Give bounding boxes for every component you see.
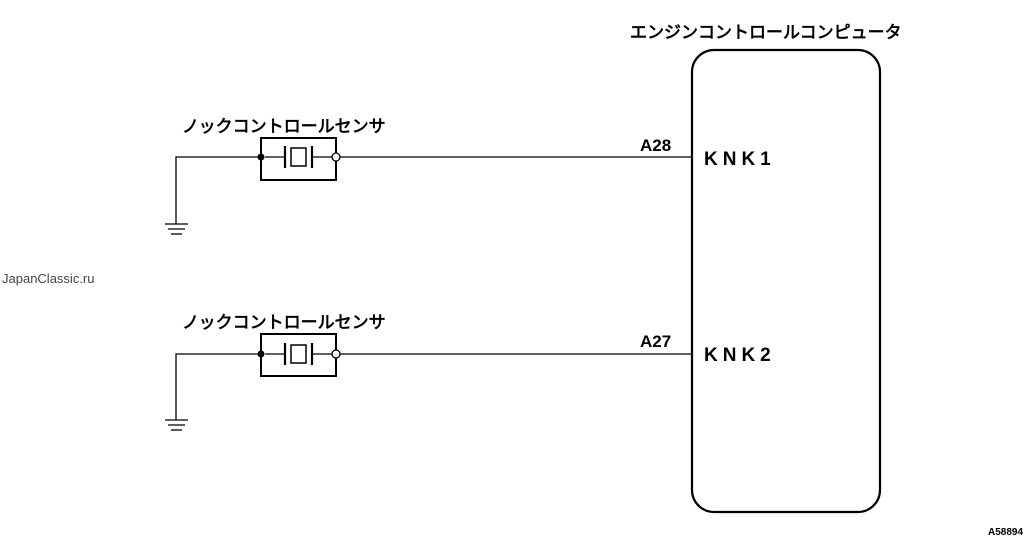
figure-code: A58894	[988, 527, 1023, 538]
pin-label-a27: A27	[640, 332, 671, 351]
sensor-2-ground-icon	[165, 419, 188, 431]
sensor-2-body	[260, 333, 337, 377]
ecu-title: エンジンコントロールコンピュータ	[630, 23, 902, 43]
sensor-1-body	[260, 137, 337, 181]
pin-label-a28: A28	[640, 136, 671, 155]
terminal-knk1: KNK1	[704, 149, 776, 170]
terminal-knk2: KNK2	[704, 345, 776, 366]
sensor-1-ground-terminal-dot	[257, 153, 265, 161]
watermark: JapanClassic.ru	[2, 271, 95, 286]
sensor-1-signal-terminal	[331, 152, 341, 162]
sensor-1-label: ノックコントロールセンサ	[182, 117, 386, 137]
sensor-2-ground-wire	[175, 353, 261, 420]
sensor-1-ground-wire	[175, 156, 261, 224]
sensor-2-piezo-icon	[265, 343, 332, 365]
sensor-2-label: ノックコントロールセンサ	[182, 313, 386, 333]
sensor-2-ground-terminal-dot	[257, 350, 265, 358]
ecu-box	[690, 48, 882, 514]
sensor-1-ground-icon	[165, 223, 188, 235]
sensor-1-piezo-icon	[265, 146, 332, 168]
sensor-2-signal-terminal	[331, 349, 341, 359]
